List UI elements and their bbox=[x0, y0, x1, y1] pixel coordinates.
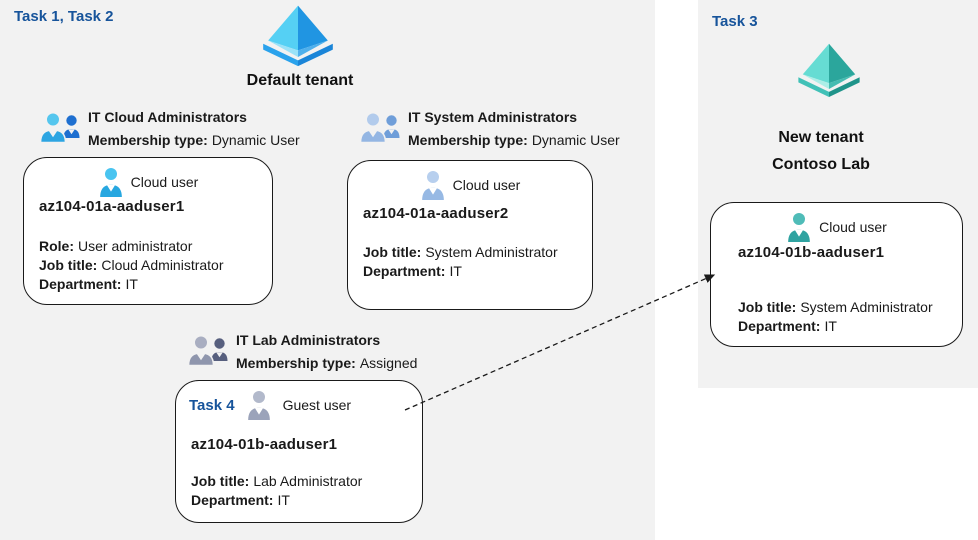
guest-user-icon bbox=[246, 390, 272, 420]
membership-label: Membership type: bbox=[236, 355, 356, 371]
user-name: az104-01a-aaduser2 bbox=[363, 205, 509, 222]
user-fields: Role:User administrator Job title:Cloud … bbox=[39, 237, 224, 294]
field-label: Job title: bbox=[39, 257, 98, 273]
field-value: IT bbox=[449, 263, 462, 279]
field-label: Job title: bbox=[738, 299, 797, 315]
field-label: Job title: bbox=[363, 244, 422, 260]
field-department: Department:IT bbox=[363, 262, 558, 281]
field-value: System Administrator bbox=[800, 299, 933, 315]
user-type-label: Guest user bbox=[282, 397, 352, 413]
azure-tenant-icon bbox=[258, 4, 338, 67]
field-value: IT bbox=[824, 318, 837, 334]
card-header: Cloud user bbox=[24, 167, 272, 197]
membership-value: Assigned bbox=[359, 355, 418, 371]
user-group-icon bbox=[38, 111, 84, 147]
task-3-label: Task 3 bbox=[712, 13, 758, 30]
field-department: Department:IT bbox=[191, 491, 362, 510]
group-membership: Membership type:Assigned bbox=[236, 352, 417, 375]
cloud-user-icon bbox=[98, 167, 124, 197]
group-membership: Membership type:Dynamic User bbox=[88, 129, 300, 152]
new-tenant-line1: New tenant bbox=[778, 129, 864, 146]
user-fields: Job title:System Administrator Departmen… bbox=[738, 298, 933, 336]
group-name: IT System Administrators bbox=[408, 109, 578, 125]
field-label: Department: bbox=[738, 318, 821, 334]
user-type-label: Cloud user bbox=[819, 219, 887, 235]
field-value: User administrator bbox=[78, 238, 193, 254]
user-name: az104-01b-aaduser1 bbox=[191, 436, 338, 453]
user-card-aaduser2: Cloud user az104-01a-aaduser2 Job title:… bbox=[347, 160, 593, 310]
task-1-2-label: Task 1, Task 2 bbox=[14, 8, 114, 25]
user-fields: Job title:System Administrator Departmen… bbox=[363, 243, 558, 281]
card-header: Task 4 Guest user bbox=[176, 390, 422, 420]
field-value: IT bbox=[125, 276, 138, 292]
user-card-aaduser1: Cloud user az104-01a-aaduser1 Role:User … bbox=[23, 157, 273, 305]
new-tenant-title: New tenant Contoso Lab bbox=[698, 124, 944, 178]
field-department: Department:IT bbox=[738, 317, 933, 336]
membership-value: Dynamic User bbox=[531, 132, 620, 148]
field-value: IT bbox=[277, 492, 290, 508]
user-group-icon bbox=[358, 111, 404, 147]
field-label: Job title: bbox=[191, 473, 250, 489]
cloud-user-icon bbox=[420, 170, 446, 200]
card-header: Cloud user bbox=[348, 170, 592, 200]
field-label: Department: bbox=[191, 492, 274, 508]
user-group-icon bbox=[186, 334, 232, 370]
field-label: Role: bbox=[39, 238, 74, 254]
field-job-title: Job title:System Administrator bbox=[738, 298, 933, 317]
group-name: IT Lab Administrators bbox=[236, 332, 381, 348]
field-value: Cloud Administrator bbox=[101, 257, 224, 273]
field-value: Lab Administrator bbox=[253, 473, 363, 489]
membership-label: Membership type: bbox=[408, 132, 528, 148]
user-name: az104-01a-aaduser1 bbox=[39, 198, 185, 215]
field-label: Department: bbox=[363, 263, 446, 279]
group-it-system-administrators: IT System Administrators Membership type… bbox=[358, 106, 620, 152]
user-fields: Job title:Lab Administrator Department:I… bbox=[191, 472, 362, 510]
group-membership: Membership type:Dynamic User bbox=[408, 129, 620, 152]
azure-tenant-icon bbox=[794, 40, 864, 100]
guest-user-card: Task 4 Guest user az104-01b-aaduser1 Job… bbox=[175, 380, 423, 523]
membership-value: Dynamic User bbox=[211, 132, 300, 148]
task-4-label: Task 4 bbox=[189, 396, 235, 414]
cloud-user-icon bbox=[786, 212, 812, 242]
membership-label: Membership type: bbox=[88, 132, 208, 148]
default-tenant-title: Default tenant bbox=[246, 72, 354, 89]
new-tenant-line2: Contoso Lab bbox=[772, 156, 870, 173]
group-it-lab-administrators: IT Lab Administrators Membership type:As… bbox=[186, 329, 417, 375]
field-department: Department:IT bbox=[39, 275, 224, 294]
group-it-cloud-administrators: IT Cloud Administrators Membership type:… bbox=[38, 106, 300, 152]
user-type-label: Cloud user bbox=[452, 177, 521, 193]
card-header: Cloud user bbox=[711, 212, 962, 242]
field-value: System Administrator bbox=[425, 244, 558, 260]
field-job-title: Job title:Lab Administrator bbox=[191, 472, 362, 491]
user-card-aaduser1b-new-tenant: Cloud user az104-01b-aaduser1 Job title:… bbox=[710, 202, 963, 347]
user-name: az104-01b-aaduser1 bbox=[738, 244, 885, 261]
field-job-title: Job title:Cloud Administrator bbox=[39, 256, 224, 275]
field-job-title: Job title:System Administrator bbox=[363, 243, 558, 262]
group-name: IT Cloud Administrators bbox=[88, 109, 247, 125]
field-role: Role:User administrator bbox=[39, 237, 224, 256]
user-type-label: Cloud user bbox=[130, 174, 199, 190]
field-label: Department: bbox=[39, 276, 122, 292]
